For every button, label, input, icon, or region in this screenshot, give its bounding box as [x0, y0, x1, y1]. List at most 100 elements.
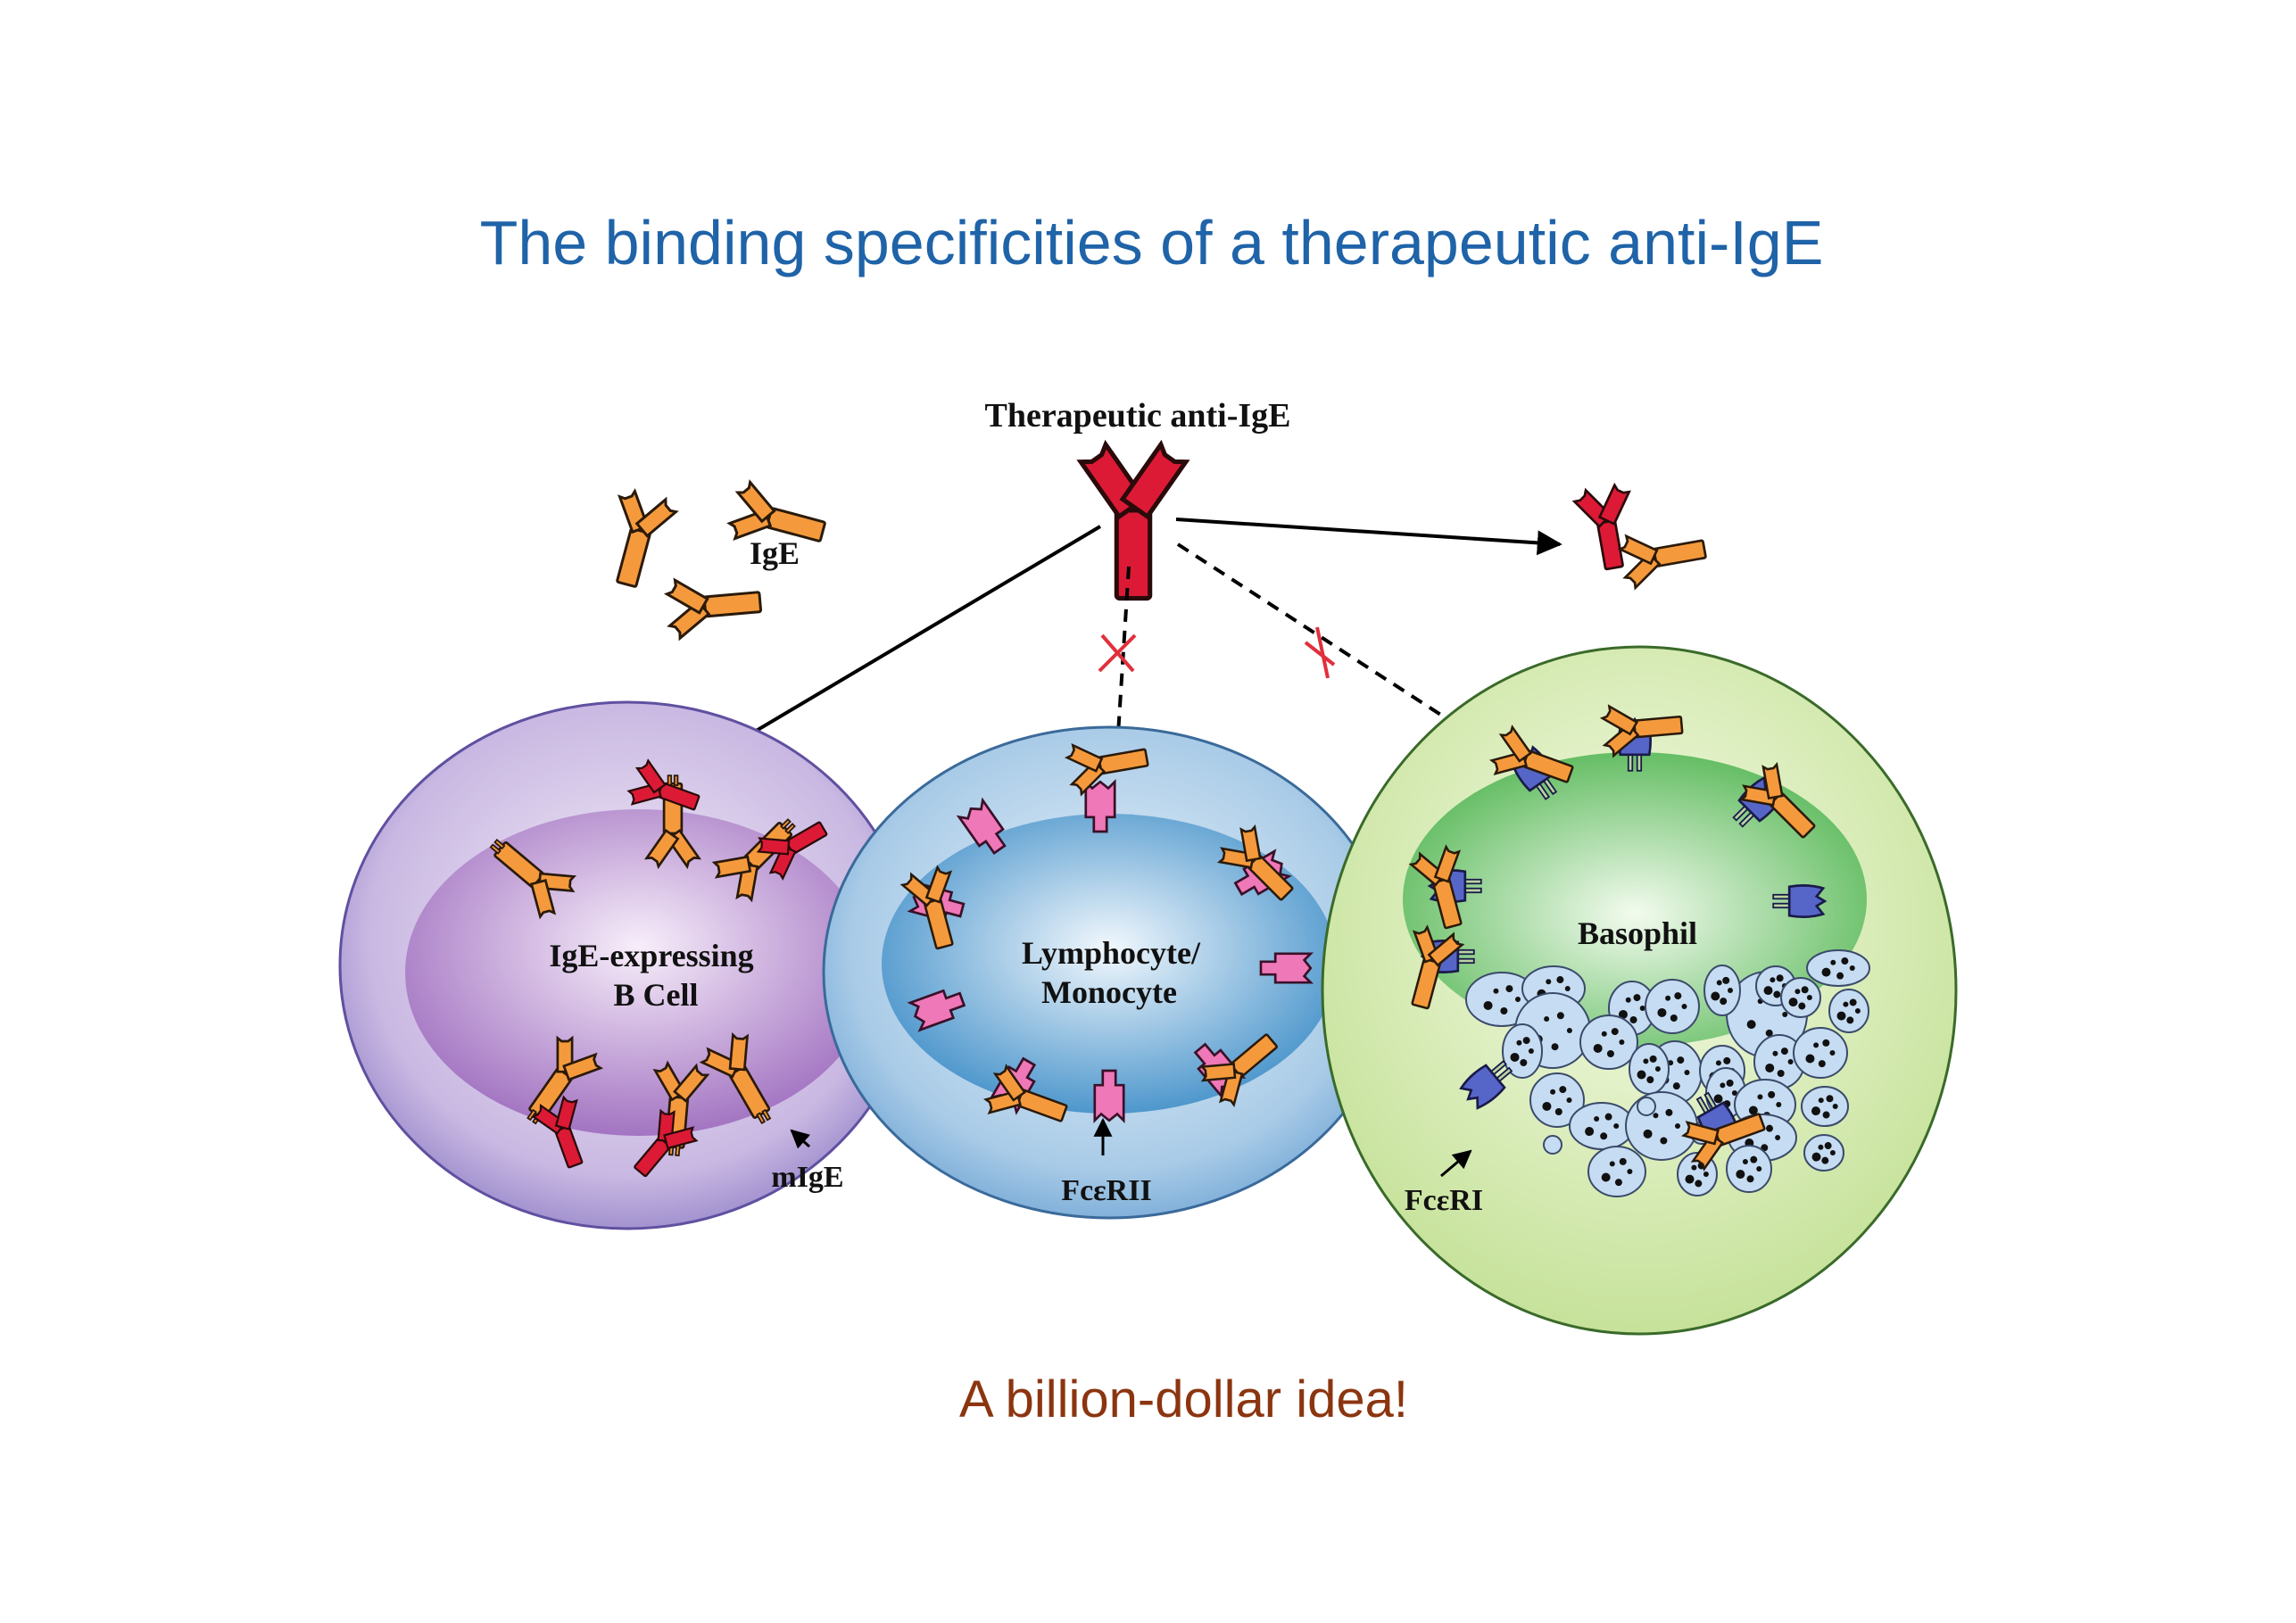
ige-icon — [664, 571, 765, 641]
granule-dot — [1776, 974, 1784, 982]
granule-dot — [1695, 1180, 1703, 1188]
granule — [1703, 965, 1741, 1016]
slide-title: The binding specificities of a therapeut… — [479, 208, 1824, 277]
granule-dot — [1528, 1048, 1534, 1054]
basophil-cell — [1321, 645, 1958, 1336]
granule-dot — [1546, 979, 1552, 985]
free-ige-label: IgE — [750, 535, 800, 571]
granule-dot — [1723, 1056, 1731, 1064]
granule-dot — [1657, 1007, 1667, 1017]
lymphocyte-label-line1: Lymphocyte/ — [1022, 935, 1201, 971]
granule-dot — [1818, 1060, 1826, 1068]
granule-dot — [1639, 1006, 1645, 1011]
granule-dot — [1770, 977, 1776, 983]
granule-dot — [1585, 1127, 1595, 1137]
granule — [1579, 1014, 1638, 1070]
granule-dot — [1776, 1102, 1782, 1107]
anti-ige-ige-complex — [1571, 481, 1711, 591]
granule-dot — [1843, 1001, 1849, 1007]
granule-dot — [1854, 1008, 1861, 1014]
granule-dot — [1728, 988, 1733, 993]
granule-dot — [1637, 1070, 1646, 1080]
granule-dot — [1795, 989, 1801, 995]
lymphocyte-monocyte-cell — [822, 725, 1397, 1220]
granule-dot — [1806, 995, 1812, 1000]
granule-dot — [1722, 976, 1730, 984]
granule-dot — [1720, 1082, 1726, 1089]
granule-dot — [1649, 1055, 1657, 1063]
granule-dot — [1811, 1106, 1820, 1116]
granule-dot — [1691, 1164, 1697, 1171]
granule-dot — [1772, 1050, 1778, 1056]
granule-dot — [1829, 1150, 1836, 1155]
granule-dot — [1544, 1016, 1550, 1023]
granule — [1629, 1043, 1670, 1095]
granule-dot — [1849, 965, 1855, 971]
granule-dot — [1773, 990, 1781, 998]
granule-dot — [1600, 1132, 1608, 1140]
granule-dot — [1841, 957, 1849, 965]
granule-dot — [1520, 1059, 1528, 1067]
granule-dot — [1813, 1042, 1819, 1048]
arrow-to-complex — [1175, 518, 1562, 556]
granule — [1828, 989, 1869, 1033]
granule-dot — [1665, 1108, 1673, 1116]
granule-dot — [1731, 1090, 1737, 1096]
granule-dot — [1483, 1000, 1493, 1010]
granule-dot — [1556, 1012, 1564, 1020]
granule-dot — [1715, 1060, 1721, 1066]
granule — [1780, 977, 1821, 1018]
granule-dot — [1614, 1179, 1622, 1187]
granule-dot — [1674, 992, 1682, 1000]
granule — [1793, 1027, 1848, 1079]
granule — [1637, 1097, 1656, 1116]
anti-ige-antibody-icon — [1081, 444, 1186, 598]
granule-dot — [1660, 1137, 1668, 1145]
anti-ige-icon — [1571, 481, 1644, 575]
granule-dot — [1832, 1104, 1838, 1109]
granule-dot — [1542, 1101, 1552, 1111]
granule-dot — [1822, 1039, 1830, 1047]
granule-dot — [1619, 1039, 1625, 1045]
granule-dot — [1750, 1155, 1758, 1163]
granule-dot — [1654, 1066, 1661, 1072]
granule — [1502, 1023, 1543, 1079]
granule-dot — [1836, 1011, 1846, 1021]
granule-dot — [1777, 1070, 1785, 1078]
granule-dot — [1824, 1142, 1832, 1150]
granule-dot — [1677, 1056, 1685, 1064]
granule-dot — [1818, 1144, 1824, 1150]
granule-dot — [1746, 1175, 1754, 1183]
granule-dot — [1606, 1050, 1614, 1058]
granule-dot — [1559, 1086, 1567, 1094]
granule-dot — [1836, 972, 1844, 980]
granule-dot — [1818, 1097, 1824, 1104]
granule-dot — [1821, 967, 1831, 977]
granule-dot — [1780, 1047, 1788, 1056]
granule-dot — [1619, 1157, 1627, 1165]
granule-dot — [1846, 1016, 1854, 1024]
granule-dot — [1556, 976, 1564, 984]
granule-dot — [1665, 995, 1671, 1001]
anti-ige-label: Therapeutic anti-IgE — [984, 397, 1290, 435]
granule — [1645, 979, 1700, 1034]
granule-dot — [1613, 1123, 1620, 1129]
ige-icon — [596, 486, 680, 593]
granule-dot — [1653, 1113, 1659, 1119]
granule-dot — [1609, 1161, 1615, 1167]
granule-dot — [1711, 991, 1720, 1001]
granule — [1587, 1146, 1646, 1197]
granule-dot — [1670, 1014, 1678, 1023]
basophil-label: Basophil — [1578, 915, 1697, 951]
granule-dot — [1554, 1108, 1562, 1116]
granule-dot — [1766, 1124, 1774, 1132]
granule-dot — [1716, 980, 1722, 986]
granule-dot — [1788, 998, 1798, 1007]
granule-dot — [1768, 1090, 1776, 1098]
granule-dot — [1601, 1172, 1611, 1182]
granule-dot — [1633, 994, 1641, 1002]
granule-dot — [1703, 1172, 1709, 1177]
granule-dot — [1787, 1059, 1794, 1064]
ige-icon — [1617, 522, 1711, 591]
